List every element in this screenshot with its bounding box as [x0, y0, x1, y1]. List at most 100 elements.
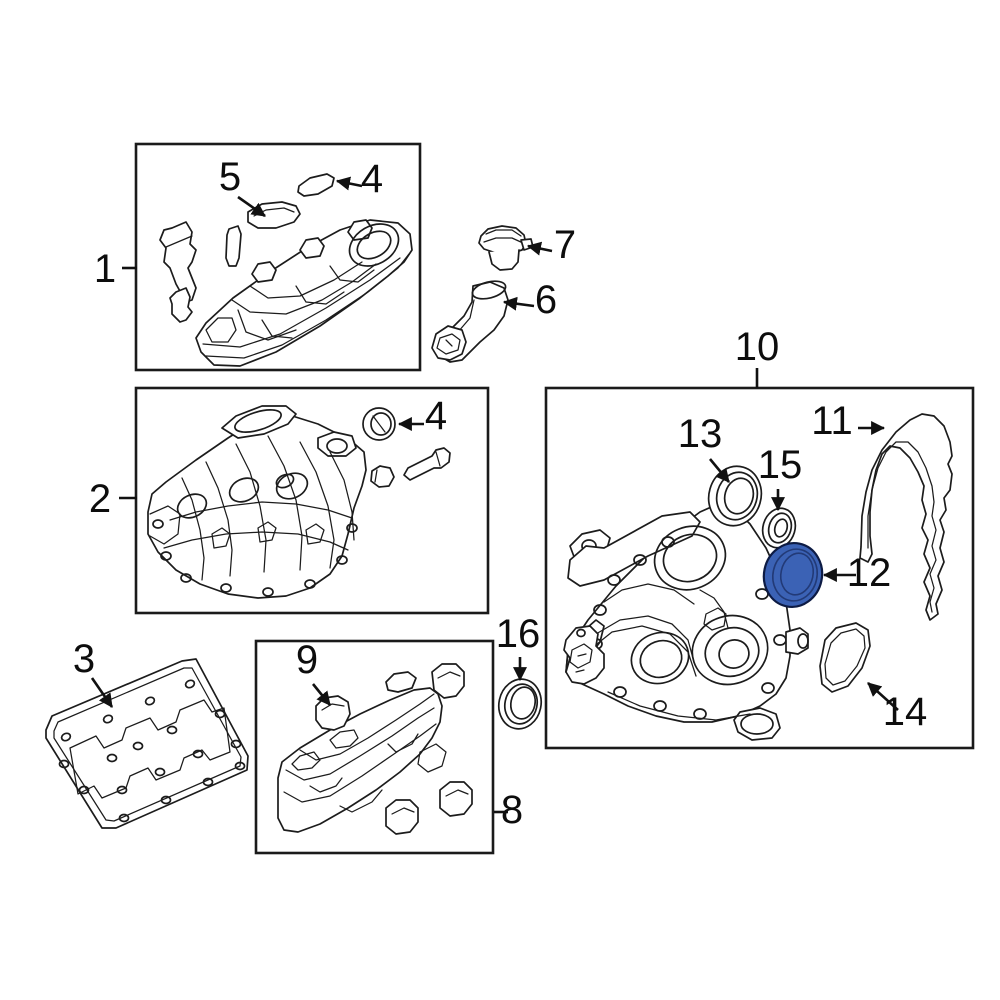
callout-label-4b[interactable]: 4 — [425, 394, 447, 438]
baffle-clip-4-groove — [445, 789, 469, 797]
part-baffle-clip[interactable] — [315, 695, 351, 731]
oil-baffle-fold-mid — [285, 707, 435, 781]
callout-label-10[interactable]: 10 — [735, 325, 780, 369]
oil-filler-neck-flange-inner — [436, 333, 461, 355]
part-round-seal-16[interactable] — [494, 675, 545, 733]
timing-bolt-boss-1 — [607, 574, 621, 586]
callout-label-5[interactable]: 5 — [219, 155, 241, 199]
timing-bolt-boss-9 — [761, 682, 775, 694]
callout-label-13[interactable]: 13 — [678, 412, 723, 456]
gasket-hole-15 — [166, 725, 178, 735]
bolt-long-flange-line — [165, 235, 193, 248]
part-valve-cover-bolt-long[interactable] — [159, 221, 197, 303]
gasket-hole-7 — [234, 761, 246, 771]
part-grommet-seal[interactable] — [362, 407, 396, 441]
valve-cover-body — [195, 219, 413, 367]
callout-label-3[interactable]: 3 — [73, 637, 95, 681]
dowel-pin-body — [297, 173, 335, 197]
oil-baffle-slot-2 — [329, 729, 359, 749]
timing-bolt-boss-4 — [593, 604, 607, 616]
part-crankshaft-front-seal[interactable] — [758, 538, 828, 613]
leader-3 — [90, 677, 114, 708]
leader-4 — [335, 176, 363, 191]
crank-sensor-pin-2 — [575, 669, 585, 673]
timing-cover-flange-arm — [567, 511, 701, 587]
timing-bolt-boss-8 — [693, 708, 707, 720]
part-baffle-clip-4[interactable] — [439, 781, 473, 817]
valve-cover-left-end — [205, 317, 237, 343]
part-intake-manifold-assembly[interactable] — [147, 405, 367, 599]
callout-label-12[interactable]: 12 — [847, 551, 892, 595]
intake-injector-2 — [257, 521, 277, 543]
oil-filler-neck-opening — [471, 280, 507, 300]
part-timing-cover-gasket[interactable] — [859, 413, 953, 621]
aux-bore-inner — [639, 639, 683, 679]
leader-7 — [526, 241, 553, 256]
gasket-hole-13 — [106, 753, 118, 763]
baffle-clip-1-body — [315, 695, 351, 731]
intake-bolt-hole-1 — [180, 573, 192, 583]
part-valve-cover-bolt-short[interactable] — [169, 287, 193, 323]
callout-label-2[interactable]: 2 — [89, 477, 111, 521]
leader-14 — [867, 682, 899, 711]
oil-filler-cap-tab — [520, 238, 534, 251]
timing-cover-water-outlet — [733, 707, 781, 741]
intake-runner-3 — [235, 443, 267, 573]
gasket-hole-14 — [132, 741, 144, 751]
part-valve-cover-gasket[interactable] — [45, 658, 249, 829]
callout-label-14[interactable]: 14 — [883, 690, 928, 734]
callout-label-11[interactable]: 11 — [811, 399, 853, 443]
oil-baffle-rib-3 — [387, 733, 419, 753]
timing-cover-rib-4 — [699, 589, 729, 629]
grommet-seal-mark — [372, 415, 386, 433]
intake-manifold-plenum-flange — [221, 405, 297, 439]
part-valve-cover-assembly[interactable] — [195, 216, 413, 367]
part-flange-bolt[interactable] — [403, 447, 451, 481]
callout-label-6[interactable]: 6 — [535, 278, 557, 322]
callout-label-7[interactable]: 7 — [554, 223, 576, 267]
oil-baffle-fold-lower — [283, 723, 437, 803]
valve-cover-boss-1 — [251, 261, 277, 283]
crank-sensor-bolt-hole — [576, 628, 586, 638]
part-oil-filler-neck[interactable] — [431, 278, 509, 363]
part-rectangular-gasket[interactable] — [819, 622, 871, 693]
part-baffle-clip-2[interactable] — [431, 663, 465, 699]
part-timing-cover-assembly[interactable] — [565, 503, 809, 741]
part-crank-position-sensor[interactable] — [563, 625, 605, 685]
round-seal-16-inner — [509, 686, 537, 720]
callout-label-8[interactable]: 8 — [501, 788, 523, 832]
seal-ring-small-mid — [767, 512, 793, 544]
gasket-hole-3 — [144, 696, 156, 706]
callout-label-15[interactable]: 15 — [758, 443, 803, 487]
gasket-hole-11 — [78, 785, 90, 795]
callout-label-9[interactable]: 9 — [296, 638, 318, 682]
part-pin-small-panel1[interactable] — [225, 225, 242, 267]
round-seal-16-mid — [503, 683, 539, 725]
gasket-hole-2 — [102, 714, 114, 724]
intake-bolt-hole-6 — [152, 519, 164, 529]
cam-bore-outer — [653, 525, 727, 591]
oil-filler-cap-skirt — [488, 249, 520, 271]
intake-injector-1 — [211, 527, 231, 549]
callout-label-1[interactable]: 1 — [94, 247, 116, 291]
valve-cover-rib-6 — [329, 265, 375, 283]
valve-cover-rib-4 — [261, 319, 293, 339]
valve-cover-rib-2 — [249, 261, 363, 299]
part-dowel-pin-upper[interactable] — [297, 173, 335, 197]
intake-runner-5 — [299, 441, 335, 569]
part-hex-nut[interactable] — [370, 465, 395, 488]
intake-injector-3 — [305, 523, 325, 545]
part-oil-filler-cap[interactable] — [478, 225, 534, 271]
intake-manifold-right-flange — [317, 431, 357, 457]
valve-cover-rib-1 — [231, 263, 377, 315]
gasket-hole-17 — [154, 767, 166, 777]
oil-baffle-ear — [417, 743, 447, 773]
intake-port-boss-3-inner — [275, 473, 295, 489]
baffle-clip-1-groove — [321, 703, 345, 711]
callout-label-4[interactable]: 4 — [361, 157, 383, 201]
part-baffle-clip-3[interactable] — [385, 799, 419, 835]
callout-label-16[interactable]: 16 — [496, 612, 541, 656]
oil-baffle-fold-upper — [299, 693, 435, 761]
